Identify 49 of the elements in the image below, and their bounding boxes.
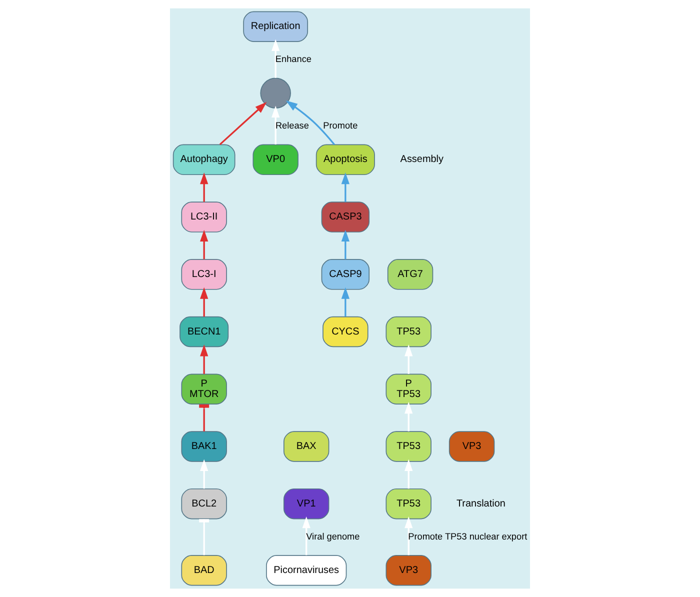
arrow <box>200 287 208 317</box>
arrow <box>200 459 208 489</box>
node-box: CASP3 <box>321 202 370 232</box>
arrow <box>341 230 350 260</box>
node-box: BAX <box>283 431 330 462</box>
arrow <box>286 100 336 146</box>
label: Translation <box>456 498 506 510</box>
node-box: Picornaviruses <box>266 555 347 586</box>
node-box: Autophagy <box>172 144 236 176</box>
node-box: BCL2 <box>181 488 227 520</box>
node-box: TP53 <box>386 316 432 348</box>
node-box: Apoptosis <box>316 144 375 176</box>
arrow <box>404 459 413 489</box>
node-box: TP53 <box>386 488 432 520</box>
arrow <box>404 402 413 432</box>
node-box: CASP9 <box>321 259 370 290</box>
arrow <box>404 516 413 556</box>
node-box: BAD <box>181 555 227 586</box>
node-box: Replication <box>243 11 308 42</box>
node-box: LC3-II <box>181 202 227 232</box>
arrow <box>341 172 350 202</box>
edge-label: Enhance <box>275 54 312 64</box>
node-box: BECN1 <box>180 316 229 348</box>
edge-label: Viral genome <box>306 531 360 542</box>
node-box: LC3-I <box>181 259 227 290</box>
edge-label: Promote TP53 nuclear export <box>408 531 528 542</box>
arrow <box>219 102 267 146</box>
node-box: P TP53 <box>386 374 432 404</box>
edge-label: Promote <box>323 120 358 131</box>
node-box: VP3 <box>448 431 495 462</box>
arrow <box>200 172 208 202</box>
node-box: CYCS <box>322 316 368 348</box>
arrow <box>272 39 280 78</box>
node-box: VP0 <box>252 144 298 176</box>
arrow <box>404 344 413 374</box>
arrow <box>200 344 208 374</box>
arrow <box>272 106 280 144</box>
arrow <box>200 230 208 260</box>
arrow <box>341 287 350 317</box>
node-box: TP53 <box>386 431 432 462</box>
node-box: BAK1 <box>181 431 227 462</box>
edge-label: Release <box>275 120 309 131</box>
arrow <box>302 516 310 556</box>
node-box: VP3 <box>386 555 432 586</box>
node-box: VP1 <box>283 488 330 520</box>
node-circle <box>260 78 291 109</box>
label: Assembly <box>400 154 444 166</box>
node-box: P MTOR <box>181 374 227 404</box>
node-box: ATG7 <box>387 259 434 290</box>
